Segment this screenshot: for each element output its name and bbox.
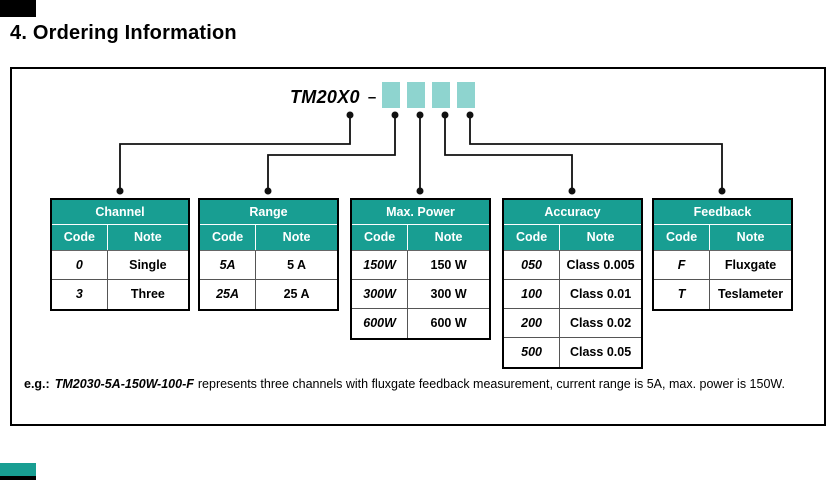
model-code-row: TM20X0 – — [290, 81, 482, 113]
table-row: 5A 5 A — [200, 251, 337, 280]
note-cell: Class 0.02 — [569, 316, 632, 330]
code-cell: 5A — [200, 251, 257, 279]
note-cell: Class 0.01 — [569, 287, 632, 301]
table-row: T Teslameter — [654, 280, 791, 309]
note-cell: 5 A — [287, 258, 307, 272]
code-cell: 050 — [504, 251, 561, 279]
table-row: F Fluxgate — [654, 251, 791, 280]
model-prefix-label: TM20X0 — [290, 86, 360, 107]
example-description: represents three channels with fluxgate … — [197, 377, 785, 391]
column-header: Note — [434, 230, 463, 244]
code-placeholder-square — [432, 81, 451, 108]
table-title: Feedback — [654, 200, 791, 225]
table-row: 100 Class 0.01 — [504, 280, 641, 309]
section-title: 4. Ordering Information — [10, 22, 237, 44]
note-cell: Class 0.05 — [569, 345, 632, 359]
table-title: Accuracy — [504, 200, 641, 225]
code-cell: 300W — [352, 280, 409, 308]
column-header: Code — [504, 225, 561, 250]
code-cell: 3 — [52, 280, 108, 309]
note-cell: Class 0.005 — [566, 258, 635, 272]
table-header-row: Code Note — [52, 225, 188, 251]
scan-artifact-teal-bar — [0, 463, 36, 476]
note-cell: 150 W — [430, 258, 467, 272]
column-header: Code — [654, 225, 711, 250]
code-cell: 600W — [352, 309, 409, 338]
column-header: Note — [586, 230, 615, 244]
code-cell: F — [654, 251, 711, 279]
column-header: Note — [282, 230, 311, 244]
table-header-row: Code Note — [504, 225, 641, 251]
table-row: 25A 25 A — [200, 280, 337, 309]
column-header: Code — [352, 225, 409, 250]
note-cell: Three — [130, 287, 165, 301]
table-row: 500 Class 0.05 — [504, 338, 641, 367]
note-cell: Single — [129, 258, 167, 272]
table-row: 200 Class 0.02 — [504, 309, 641, 338]
dash-separator: – — [367, 88, 377, 106]
table-header-row: Code Note — [200, 225, 337, 251]
column-header: Note — [736, 230, 765, 244]
column-header: Code — [200, 225, 257, 250]
code-cell: T — [654, 280, 711, 309]
code-cell: 150W — [352, 251, 409, 279]
code-cell: 25A — [200, 280, 257, 309]
code-cell: 100 — [504, 280, 561, 308]
table-row: 150W 150 W — [352, 251, 489, 280]
table-title: Max. Power — [352, 200, 489, 225]
code-placeholder-squares — [382, 81, 482, 113]
connector-lines — [116, 111, 726, 195]
note-cell: 600 W — [430, 316, 467, 330]
column-header: Note — [133, 230, 162, 244]
code-cell: 0 — [52, 251, 108, 279]
table-header-row: Code Note — [352, 225, 489, 251]
note-cell: 300 W — [430, 287, 467, 301]
code-placeholder-square — [457, 81, 476, 108]
example-prefix: e.g.: — [24, 377, 50, 391]
table-row: 300W 300 W — [352, 280, 489, 309]
table-title: Channel — [52, 200, 188, 225]
code-cell: 200 — [504, 309, 561, 337]
scan-artifact-black-bar — [0, 0, 36, 17]
note-cell: Fluxgate — [724, 258, 777, 272]
code-placeholder-square — [382, 81, 401, 108]
note-cell: Teslameter — [718, 287, 784, 301]
example-order-code: TM2030-5A-150W-100-F — [54, 377, 194, 391]
scan-artifact-black-strip — [0, 476, 36, 480]
table-title: Range — [200, 200, 337, 225]
table-header-row: Code Note — [654, 225, 791, 251]
code-placeholder-square — [407, 81, 426, 108]
table-row: 050 Class 0.005 — [504, 251, 641, 280]
table-row: 600W 600 W — [352, 309, 489, 338]
code-cell: 500 — [504, 338, 561, 367]
table-row: 3 Three — [52, 280, 188, 309]
column-header: Code — [52, 225, 108, 250]
table-row: 0 Single — [52, 251, 188, 280]
note-cell: 25 A — [283, 287, 310, 301]
